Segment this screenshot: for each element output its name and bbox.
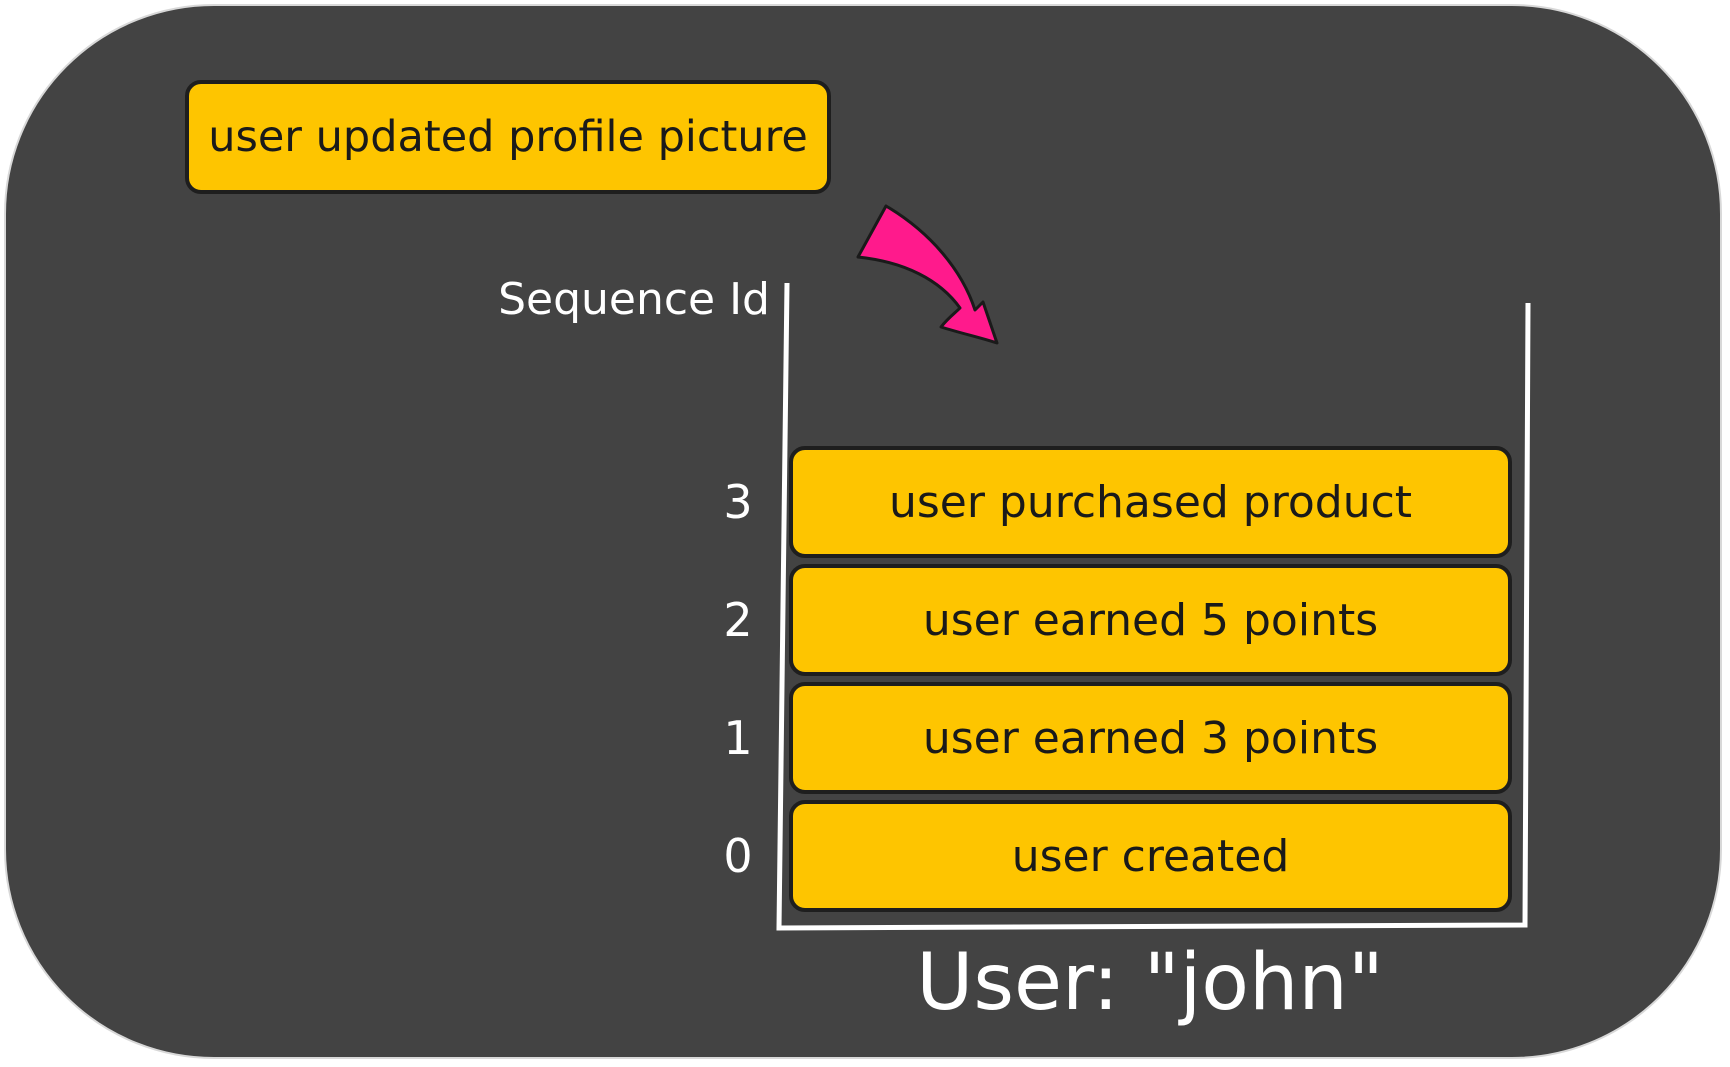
- stream-event-3: user purchased product: [789, 446, 1512, 558]
- sequence-id-3: 3: [723, 475, 753, 529]
- sequence-id-label: Sequence Id: [498, 274, 770, 325]
- incoming-event-box: user updated profile picture: [185, 80, 831, 194]
- stream-event-2: user earned 5 points: [789, 564, 1512, 676]
- stream-event-0: user created: [789, 800, 1512, 912]
- sequence-id-1: 1: [723, 711, 753, 765]
- sequence-id-0: 0: [723, 829, 753, 883]
- sequence-id-2: 2: [723, 593, 753, 647]
- stream-event-1: user earned 3 points: [789, 682, 1512, 794]
- stream-caption: User: "john": [916, 938, 1384, 1028]
